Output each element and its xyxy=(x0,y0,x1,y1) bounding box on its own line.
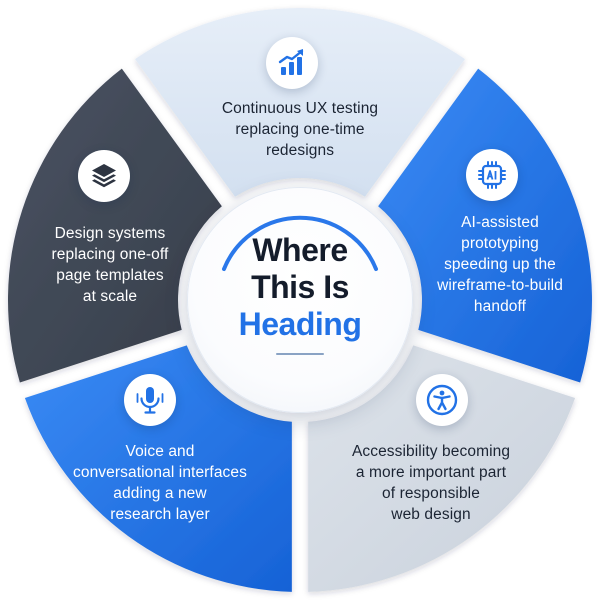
segment-text-ux-testing: Continuous UX testing replacing one-time… xyxy=(221,100,379,159)
heading-line-1: Where xyxy=(252,232,348,268)
heading-divider xyxy=(276,353,324,355)
accessibility-person-icon xyxy=(426,384,458,416)
center-accent-arc xyxy=(222,215,378,271)
microphone-icon xyxy=(136,387,164,414)
heading-line-3: Heading xyxy=(238,306,362,342)
segment-ux-testing xyxy=(135,8,465,197)
ai-chip-icon xyxy=(478,161,506,189)
icon-badge-design-systems xyxy=(78,150,130,202)
segment-text-accessibility: Accessibility becoming a more important … xyxy=(351,443,511,523)
segment-voice xyxy=(24,345,292,592)
center-disc xyxy=(187,187,413,413)
segment-text-design-systems: Design systems replacing one-off page te… xyxy=(51,225,169,305)
layers-stack-icon xyxy=(92,164,116,188)
segment-text-ai-prototyping: AI-assisted prototyping speeding up the … xyxy=(437,214,563,315)
heading-line-2: This Is xyxy=(251,269,349,305)
icon-badge-ai-prototyping xyxy=(466,149,518,201)
segment-design-systems xyxy=(8,68,222,383)
segment-text-voice: Voice and conversational interfaces addi… xyxy=(73,443,247,523)
segment-ai-prototyping xyxy=(378,68,593,383)
icon-badge-ux-testing xyxy=(266,37,318,89)
segment-accessibility xyxy=(308,345,576,592)
icon-badge-voice xyxy=(124,374,176,426)
bar-chart-trend-icon xyxy=(278,49,304,75)
icon-badge-accessibility xyxy=(416,374,468,426)
